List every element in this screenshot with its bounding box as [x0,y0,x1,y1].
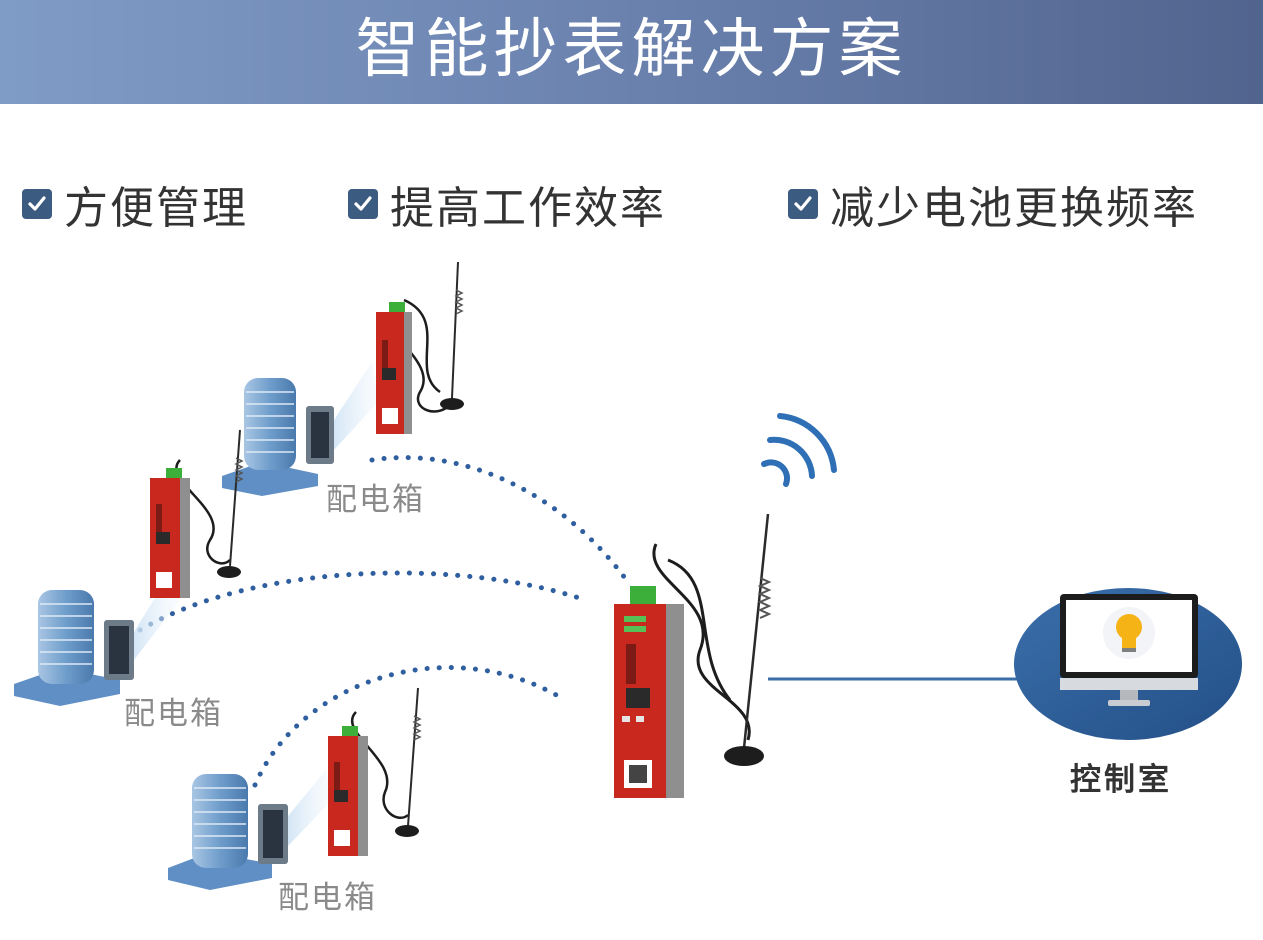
dotted-link [369,455,633,588]
check-square-icon [348,189,378,219]
header-banner: 智能抄表解决方案 [0,0,1263,104]
building-icon [14,590,120,706]
router-gateway-icon [376,261,464,434]
feature-label: 方便管理 [64,183,248,234]
substation-label: 配电箱 [278,880,377,916]
light-bulb-icon [1103,607,1155,659]
router-gateway-icon [150,429,244,598]
signal-beam [334,362,380,450]
control-room-label: 控制室 [1070,762,1172,798]
control-room-icon [1014,588,1242,740]
building-icon [168,774,272,890]
building-icon [222,378,318,496]
page-title: 智能抄表解决方案 [355,13,908,87]
substation-label: 配电箱 [326,482,425,518]
signal-beam [288,770,332,846]
feature-2: 提高工作效率 [348,176,666,234]
check-square-icon [788,189,818,219]
dotted-link [137,570,588,633]
router-gateway-icon [328,687,422,856]
substation-label: 配电箱 [124,696,223,732]
feature-label: 提高工作效率 [390,183,666,234]
feature-1: 方便管理 [22,176,248,234]
meter-box-icon [104,620,134,680]
check-square-icon [22,189,52,219]
main-router-gateway-icon [614,513,772,798]
feature-label: 减少电池更换频率 [830,183,1198,234]
feature-3: 减少电池更换频率 [788,176,1198,234]
meter-box-icon [306,406,334,464]
meter-box-icon [258,804,288,864]
wifi-signal-icon [761,413,837,487]
dotted-link [252,665,568,788]
